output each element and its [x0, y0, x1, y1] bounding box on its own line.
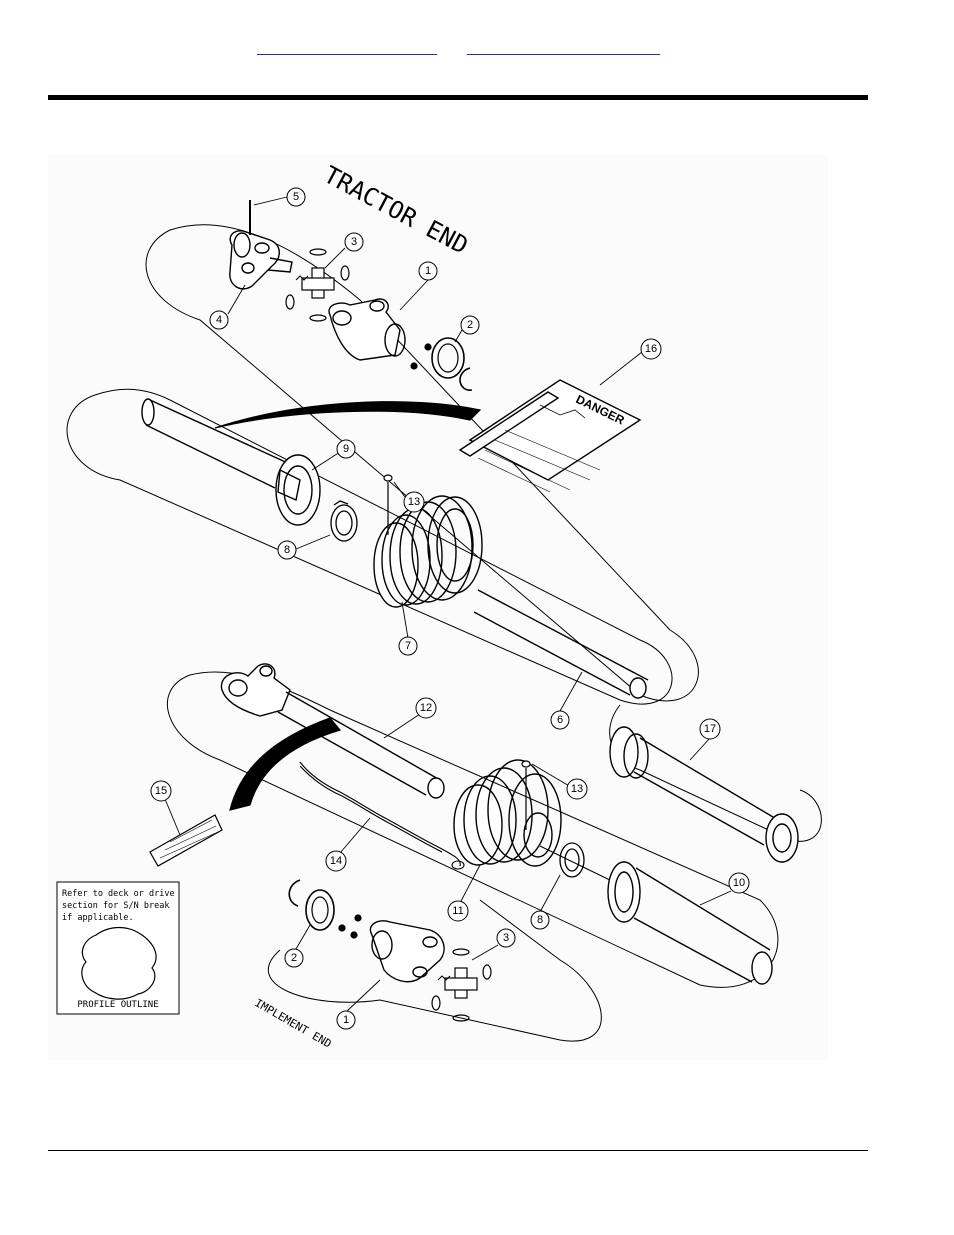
outer-guard-tube — [142, 399, 320, 525]
callout-circles — [151, 188, 749, 1029]
callout-11-num: 11 — [452, 905, 463, 917]
callout-17-num: 17 — [704, 723, 716, 735]
callout-3b-num: 3 — [503, 932, 509, 944]
callout-10-num: 10 — [733, 877, 745, 889]
profile-outline-caption: PROFILE OUTLINE — [77, 1000, 158, 1010]
collar-lower — [306, 890, 334, 930]
snap-ring-lower — [289, 880, 300, 906]
callout-8b-num: 8 — [537, 914, 543, 926]
callout-12-num: 12 — [420, 702, 432, 714]
callout-7-num: 7 — [405, 640, 411, 652]
callout-numbers: 5 3 1 4 2 16 9 13 8 7 6 12 13 17 15 14 1… — [155, 191, 745, 1026]
callout-2a-num: 2 — [467, 319, 473, 331]
danger-decal — [460, 380, 640, 492]
callout-2b-num: 2 — [291, 952, 297, 964]
upper-yoke — [230, 231, 292, 289]
callout-14-num: 14 — [330, 855, 342, 867]
callout-8a-num: 8 — [284, 544, 290, 556]
note-line-1: Refer to deck or drive — [62, 889, 175, 899]
chain — [300, 762, 464, 869]
group-outline-upper — [146, 225, 698, 701]
tractor-end-label: TRACTOR END — [319, 161, 472, 260]
callout-4-num: 4 — [216, 314, 222, 326]
complete-shaft-17 — [610, 727, 798, 862]
bearing-ring-lower — [560, 843, 584, 877]
note-line-2: section for S/N break — [62, 901, 169, 911]
callout-15-num: 15 — [155, 785, 167, 797]
bellows-lower — [454, 760, 561, 866]
decal-arrow-upper — [215, 402, 480, 428]
group-outline-implement — [268, 900, 601, 1041]
callout-1a-num: 1 — [425, 265, 431, 277]
snap-ring-upper — [460, 368, 472, 390]
callout-3a-num: 3 — [351, 236, 357, 248]
profile-note-box: Refer to deck or drive section for S/N b… — [57, 882, 179, 1014]
footer-rule — [48, 1150, 868, 1151]
callout-9-num: 9 — [343, 443, 349, 455]
warning-decal — [150, 815, 222, 866]
note-line-3: if applicable. — [62, 913, 134, 923]
callout-13a-num: 13 — [408, 496, 420, 508]
yoke-assembly-upper — [329, 299, 405, 360]
callout-16-num: 16 — [645, 343, 657, 355]
callout-1b-num: 1 — [343, 1014, 349, 1026]
header-link-1[interactable] — [257, 38, 437, 55]
yoke-assembly-lower — [370, 921, 444, 982]
header-rule — [48, 95, 868, 100]
callout-5-num: 5 — [293, 191, 299, 203]
implement-end-label: IMPLEMENT END — [253, 996, 334, 1050]
callout-13b-num: 13 — [571, 783, 583, 795]
exploded-parts-diagram: TRACTOR END — [48, 155, 828, 1060]
callout-6-num: 6 — [557, 714, 563, 726]
decal-arrow-lower — [230, 718, 340, 810]
inner-tube-upper — [474, 590, 648, 698]
bearing-ring-upper — [331, 501, 357, 541]
header-link-2[interactable] — [467, 38, 660, 55]
